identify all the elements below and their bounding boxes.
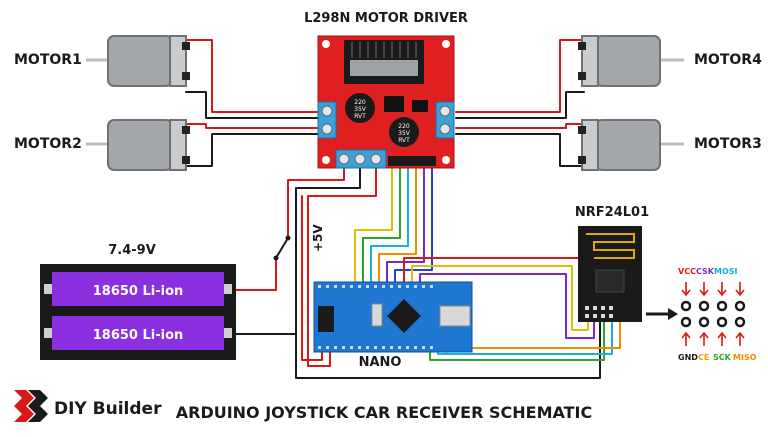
five-volt-wire <box>307 167 377 367</box>
pinout-arrow-icon <box>646 308 678 320</box>
cap2-brand: RVT <box>398 137 410 144</box>
nrf-ce-wire <box>411 265 589 331</box>
cap1-value: 220 <box>354 99 366 106</box>
wires <box>185 39 621 379</box>
motor1-label: MOTOR1 <box>14 52 82 68</box>
cap1-voltage: 35V <box>354 106 367 113</box>
driver-title: L298N MOTOR DRIVER <box>304 11 468 26</box>
pin-label-gnd: GND <box>678 353 698 362</box>
nano-label: NANO <box>359 355 402 370</box>
nrf-sck-wire <box>429 319 605 361</box>
motor3-label: MOTOR3 <box>694 136 762 152</box>
motor4-label: MOTOR4 <box>694 52 762 68</box>
diy-builder-logo-icon <box>14 390 48 422</box>
battery-voltage-label: 7.4-9V <box>108 243 156 258</box>
motor-4 <box>578 35 684 87</box>
motor4-wire-black <box>455 91 585 119</box>
motor2-wire-black <box>185 133 319 167</box>
cap2-voltage: 35V <box>398 130 411 137</box>
radio-label: NRF24L01 <box>575 205 649 220</box>
nrf-csn-wire <box>419 273 595 339</box>
motor1-wire-red <box>185 39 319 113</box>
signal-wire-5 <box>386 167 425 286</box>
five-volt-label: +5V <box>311 224 325 252</box>
cap2-value: 220 <box>398 123 410 130</box>
brand-name: DIY Builder <box>54 399 162 419</box>
driver-gnd-wire <box>295 167 601 379</box>
motor-2 <box>86 119 190 171</box>
pin-label-miso: MISO <box>733 353 757 362</box>
nrf-mosi-wire <box>437 319 613 355</box>
driver-vin-wire <box>287 167 345 239</box>
nrf24l01-module <box>578 226 642 322</box>
signal-wire-6 <box>394 167 433 286</box>
pin-label-ce: CE <box>698 353 709 362</box>
pin-label-mosi: MOSI <box>714 267 738 276</box>
signal-wire-4 <box>378 167 417 286</box>
motor-1 <box>86 35 190 87</box>
battery-cell-1: 18650 Li-ion <box>93 284 184 299</box>
l298n-driver-board <box>317 35 455 169</box>
motor2-wire-red <box>185 123 319 129</box>
motor2-label: MOTOR2 <box>14 136 82 152</box>
schematic-caption: ARDUINO JOYSTICK CAR RECEIVER SCHEMATIC <box>176 403 593 422</box>
motor3-wire-black <box>455 133 585 167</box>
switch-to-battery-wire <box>235 257 277 291</box>
battery-cell-2: 18650 Li-ion <box>93 328 184 343</box>
nrf-pinout-legend: VCC CSK MOSI GND CE SCK MISO <box>678 267 757 362</box>
motor1-wire-black <box>185 91 319 119</box>
pin-label-sck: SCK <box>713 353 732 362</box>
pin-label-vcc: VCC <box>678 267 696 276</box>
vin-nano-wire <box>301 195 323 361</box>
signal-wire-2 <box>362 167 401 286</box>
arduino-nano-board <box>313 281 473 353</box>
motor4-wire-red <box>455 39 585 113</box>
battery-pack <box>40 264 236 360</box>
power-switch <box>273 235 291 261</box>
motor-3 <box>578 119 684 171</box>
signal-wire-1 <box>354 167 393 286</box>
signal-wire-3 <box>370 167 409 286</box>
cap1-brand: RVT <box>354 113 366 120</box>
pin-label-csk: CSK <box>696 267 715 276</box>
motor3-wire-red <box>455 123 585 129</box>
